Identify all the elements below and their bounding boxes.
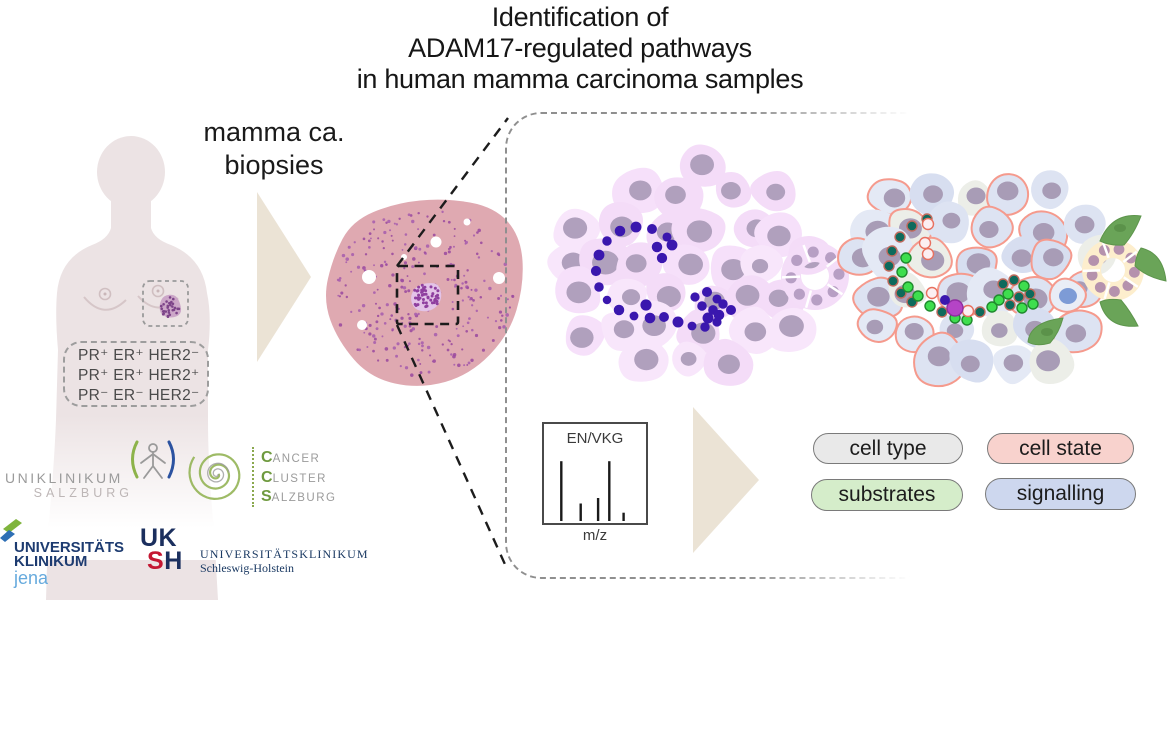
jena-line3: jena: [14, 568, 49, 588]
title-line1: Identification of: [491, 2, 669, 32]
tissue-sample: [326, 199, 523, 386]
logo-uksh-mark: UK SH: [140, 524, 200, 575]
ccs-row-salzburg: SALZBURG: [261, 488, 371, 508]
legend-signalling: signalling: [985, 478, 1136, 510]
arrow-spectrum-to-legend: [693, 407, 759, 553]
cell-cluster-annotated: [837, 170, 1167, 388]
receptor-line-1: PR⁺ ER⁺ HER2⁻: [78, 347, 200, 364]
cell-cluster-histology: [547, 144, 849, 386]
page-title: Identification of ADAM17-regulated pathw…: [270, 2, 890, 95]
zoom-connector-lines: [395, 117, 510, 572]
jena-line2: KLINIKUM: [14, 553, 88, 570]
uksh-name: UNIVERSITÄTSKLINIKUM: [200, 547, 369, 561]
ccs-initial-c1: C: [261, 449, 273, 466]
legend-signalling-label: signalling: [1016, 482, 1105, 505]
ccs-row-cancer: CANCER: [261, 449, 371, 469]
receptor-status-box: PR⁺ ER⁺ HER2⁻ PR⁺ ER⁺ HER2⁺ PR⁻ ER⁻ HER2…: [63, 341, 209, 407]
zoom-panel-outline: [505, 112, 941, 579]
ccs-initial-c2: C: [261, 468, 273, 486]
logo-uksh-text: UNIVERSITÄTSKLINIKUM Schleswig-Holstein: [200, 547, 370, 575]
arrow-body-to-tissue: [257, 192, 311, 362]
ccs-row-cluster: CLUSTER: [261, 469, 371, 489]
biopsy-label-line2: biopsies: [224, 150, 324, 180]
legend-substrates-label: substrates: [838, 483, 936, 506]
ccs-rest-alzburg: ALZBURG: [271, 492, 337, 504]
uksh-s: S: [147, 547, 165, 575]
uksh-region: Schleswig-Holstein: [200, 561, 294, 575]
uniklinikum-text: UNIKLINIKUM: [5, 470, 123, 486]
title-line2: ADAM17-regulated pathways: [408, 33, 752, 63]
logo-universitaetsklinikum-jena: UNIVERSITÄTS KLINIKUM jena: [14, 540, 144, 587]
ccs-rest-luster: LUSTER: [272, 472, 327, 485]
spectrum-x-axis-label: m/z: [582, 527, 608, 544]
ccs-initial-s: S: [261, 488, 272, 505]
biopsy-label-line1: mamma ca.: [203, 117, 345, 147]
uksh-sh: SH: [140, 547, 200, 575]
spectrum-title: EN/VKG: [566, 430, 624, 447]
jena-arrow-icon: [0, 519, 22, 542]
ccs-rest-ancer: ANCER: [272, 453, 321, 465]
logo-cancer-cluster-salzburg: CANCER CLUSTER SALZBURG: [261, 449, 371, 508]
mass-spectrum-peaks: [560, 461, 625, 521]
logo-uniklinikum-salzburg: UNIKLINIKUM SALZBURG: [5, 470, 137, 500]
jena-line1: UNIVERSITÄTS: [14, 539, 125, 556]
ccs-dotted-separator: [252, 447, 254, 507]
legend-cell-state: cell state: [987, 433, 1134, 464]
mass-spectrum-panel: EN/VKG: [542, 422, 648, 525]
title-line3: in human mamma carcinoma samples: [356, 64, 804, 94]
legend-substrates: substrates: [811, 479, 963, 511]
legend-cell-type: cell type: [813, 433, 963, 464]
receptor-line-2: PR⁺ ER⁺ HER2⁺: [78, 367, 200, 384]
receptor-line-3: PR⁻ ER⁻ HER2⁻: [78, 387, 200, 404]
body-fade: [0, 415, 300, 560]
uniklinikum-person-icon: [131, 440, 175, 479]
legend-cell-state-label: cell state: [1019, 436, 1102, 460]
uksh-h: H: [164, 547, 183, 575]
legend-cell-type-label: cell type: [849, 436, 927, 460]
biopsy-label: mamma ca. biopsies: [174, 116, 374, 182]
cancer-cluster-spiral-icon: [188, 453, 241, 501]
uksh-uk: UK: [140, 524, 178, 552]
salzburg-text: SALZBURG: [33, 486, 133, 500]
